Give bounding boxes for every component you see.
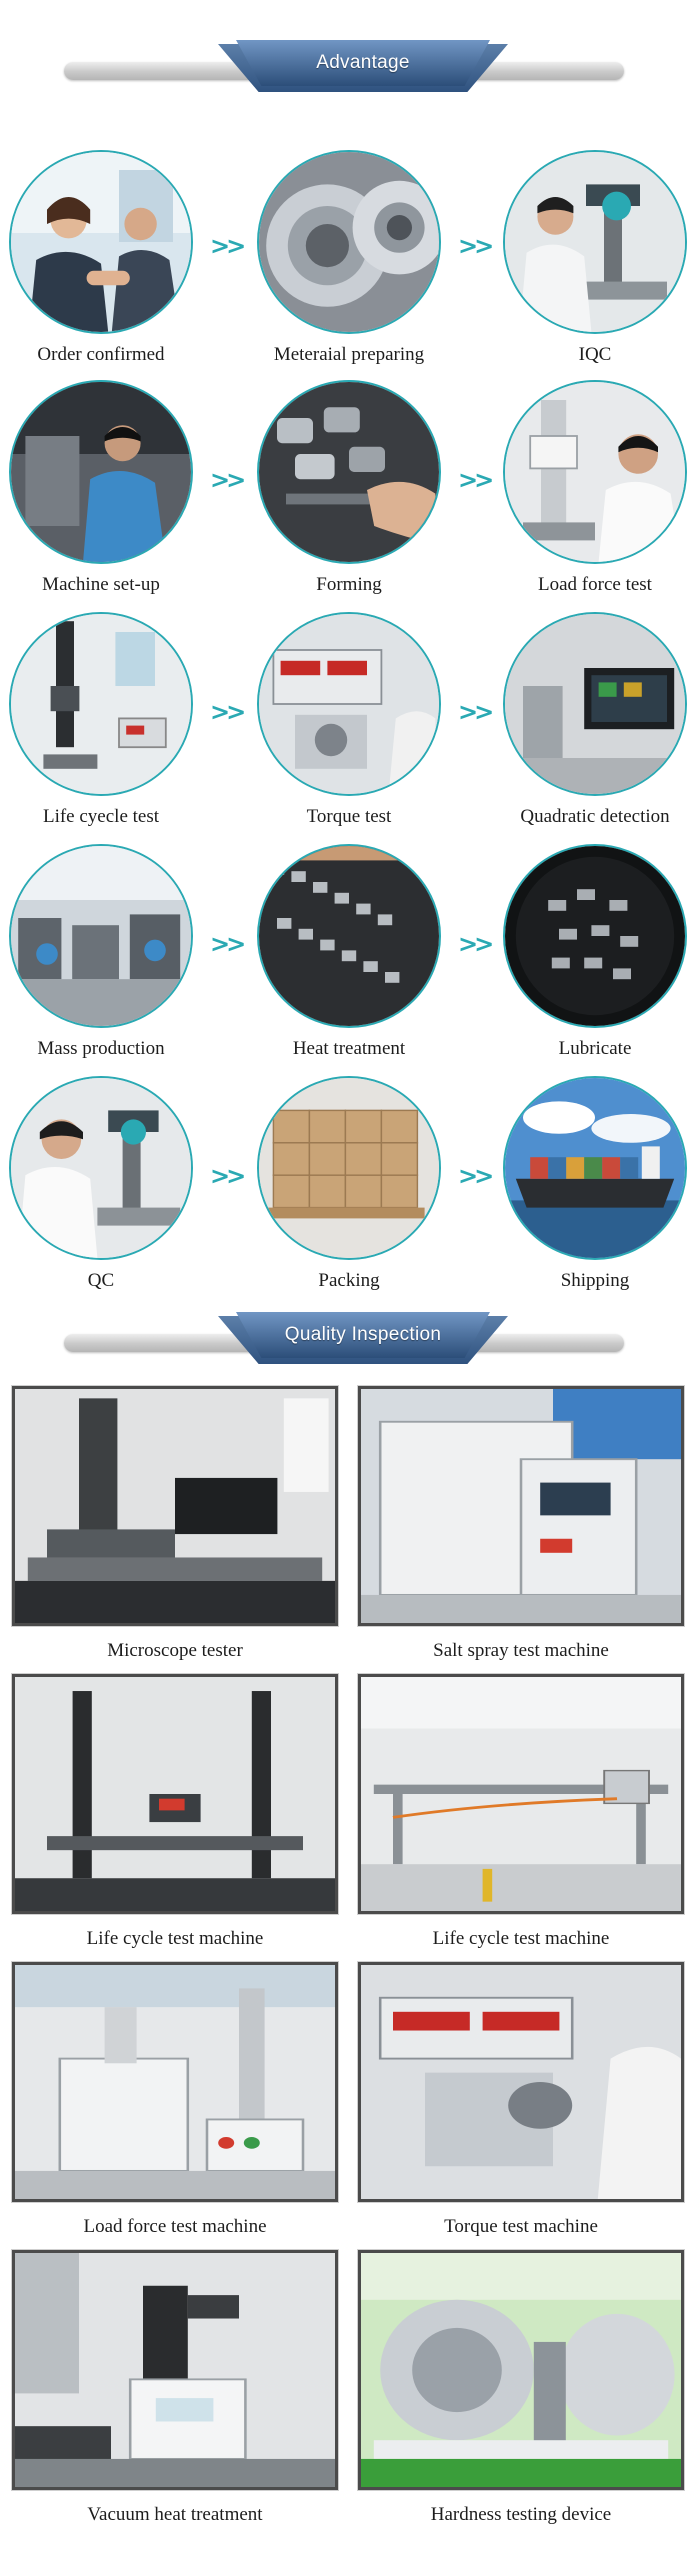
process-arrow: >> [210, 1162, 246, 1190]
process-step-label: Shipping [560, 1270, 630, 1291]
process-arrow: >> [210, 466, 246, 494]
life-cycle-photo-icon [9, 612, 193, 796]
inspection-label: Load force test machine [83, 2216, 267, 2237]
quality-inspection-title: Quality Inspection [284, 1324, 442, 1345]
life-cycle-machine-photo-icon [12, 1674, 338, 1914]
process-step-quadratic-detection: Quadratic detection [500, 612, 690, 828]
inspection-card-hardness: Hardness testing device [358, 2250, 684, 2526]
handshake-photo-icon [9, 150, 193, 334]
process-step-label: QC [87, 1270, 115, 1291]
forming-parts-photo-icon [257, 380, 441, 564]
qc-microscope-photo-icon [9, 1076, 193, 1260]
heat-treatment-photo-icon [257, 844, 441, 1028]
process-step-label: Mass production [37, 1038, 165, 1059]
process-step-torque-test: Torque test [254, 612, 444, 828]
process-step-label: Lubricate [558, 1038, 632, 1059]
process-step-label: Life cyecle test [42, 806, 160, 827]
process-step-label: Torque test [306, 806, 392, 827]
process-step-label: Heat treatment [292, 1038, 406, 1059]
process-arrow: >> [458, 1162, 494, 1190]
banner-tab: Quality Inspection [236, 1312, 490, 1358]
process-step-shipping: Shipping [500, 1076, 690, 1292]
process-step-label: Quadratic detection [520, 806, 670, 827]
process-step-packing: Packing [254, 1076, 444, 1292]
inspection-card-vacuum-heat: Vacuum heat treatment [12, 2250, 338, 2526]
inspection-label: Torque test machine [444, 2216, 598, 2237]
inspection-label: Life cycle test machine [86, 1928, 264, 1949]
process-step-qc: QC [6, 1076, 196, 1292]
process-step-material-preparing: Meteraial preparing [254, 150, 444, 366]
process-step-machine-setup: Machine set-up [6, 380, 196, 596]
load-force-machine-photo-icon [12, 1962, 338, 2202]
process-step-mass-production: Mass production [6, 844, 196, 1060]
inspection-card-life-cycle-1: Life cycle test machine [12, 1674, 338, 1950]
inspection-label: Microscope tester [107, 1640, 243, 1661]
inspection-card-torque: Torque test machine [358, 1962, 684, 2238]
inspection-label: Hardness testing device [430, 2504, 612, 2525]
process-step-label: Meteraial preparing [273, 344, 425, 365]
packing-boxes-photo-icon [257, 1076, 441, 1260]
process-step-label: Forming [316, 574, 382, 595]
process-arrow: >> [458, 466, 494, 494]
process-arrow: >> [458, 930, 494, 958]
inspection-label: Salt spray test machine [433, 1640, 609, 1661]
process-step-order-confirmed: Order confirmed [6, 150, 196, 366]
process-arrow: >> [210, 232, 246, 260]
metal-coil-photo-icon [257, 150, 441, 334]
process-step-life-cycle-test: Life cyecle test [6, 612, 196, 828]
quality-inspection-banner: Quality Inspection [0, 1312, 698, 1368]
process-step-iqc: IQC [500, 150, 690, 366]
torque-test-photo-icon [257, 612, 441, 796]
process-arrow: >> [210, 698, 246, 726]
inspection-label: Vacuum heat treatment [87, 2504, 263, 2525]
microscope-tester-photo-icon [12, 1386, 338, 1626]
process-step-label: Order confirmed [37, 344, 165, 365]
process-step-forming: Forming [254, 380, 444, 596]
process-step-label: Machine set-up [42, 574, 160, 595]
banner-tab: Advantage [236, 40, 490, 86]
process-step-load-force-test: Load force test [500, 380, 690, 596]
torque-machine-photo-icon [358, 1962, 684, 2202]
process-arrow: >> [458, 698, 494, 726]
advantage-title: Advantage [316, 52, 410, 73]
mass-production-photo-icon [9, 844, 193, 1028]
hardness-device-photo-icon [358, 2250, 684, 2490]
process-step-label: IQC [578, 344, 612, 365]
inspection-card-load-force: Load force test machine [12, 1962, 338, 2238]
process-arrow: >> [210, 930, 246, 958]
process-step-lubricate: Lubricate [500, 844, 690, 1060]
microscope-inspection-photo-icon [503, 150, 687, 334]
vacuum-heat-photo-icon [12, 2250, 338, 2490]
life-cycle-conveyor-photo-icon [358, 1674, 684, 1914]
inspection-card-salt-spray: Salt spray test machine [358, 1386, 684, 1662]
process-step-heat-treatment: Heat treatment [254, 844, 444, 1060]
lubricate-photo-icon [503, 844, 687, 1028]
inspection-card-microscope-tester: Microscope tester [12, 1386, 338, 1662]
process-step-label: Packing [318, 1270, 380, 1291]
inspection-label: Life cycle test machine [432, 1928, 610, 1949]
process-arrow: >> [458, 232, 494, 260]
salt-spray-machine-photo-icon [358, 1386, 684, 1626]
process-step-label: Load force test [538, 574, 652, 595]
advantage-banner: Advantage [0, 40, 698, 96]
machine-setup-photo-icon [9, 380, 193, 564]
quadratic-detection-photo-icon [503, 612, 687, 796]
inspection-card-life-cycle-2: Life cycle test machine [358, 1674, 684, 1950]
cargo-ship-photo-icon [503, 1076, 687, 1260]
load-force-photo-icon [503, 380, 687, 564]
